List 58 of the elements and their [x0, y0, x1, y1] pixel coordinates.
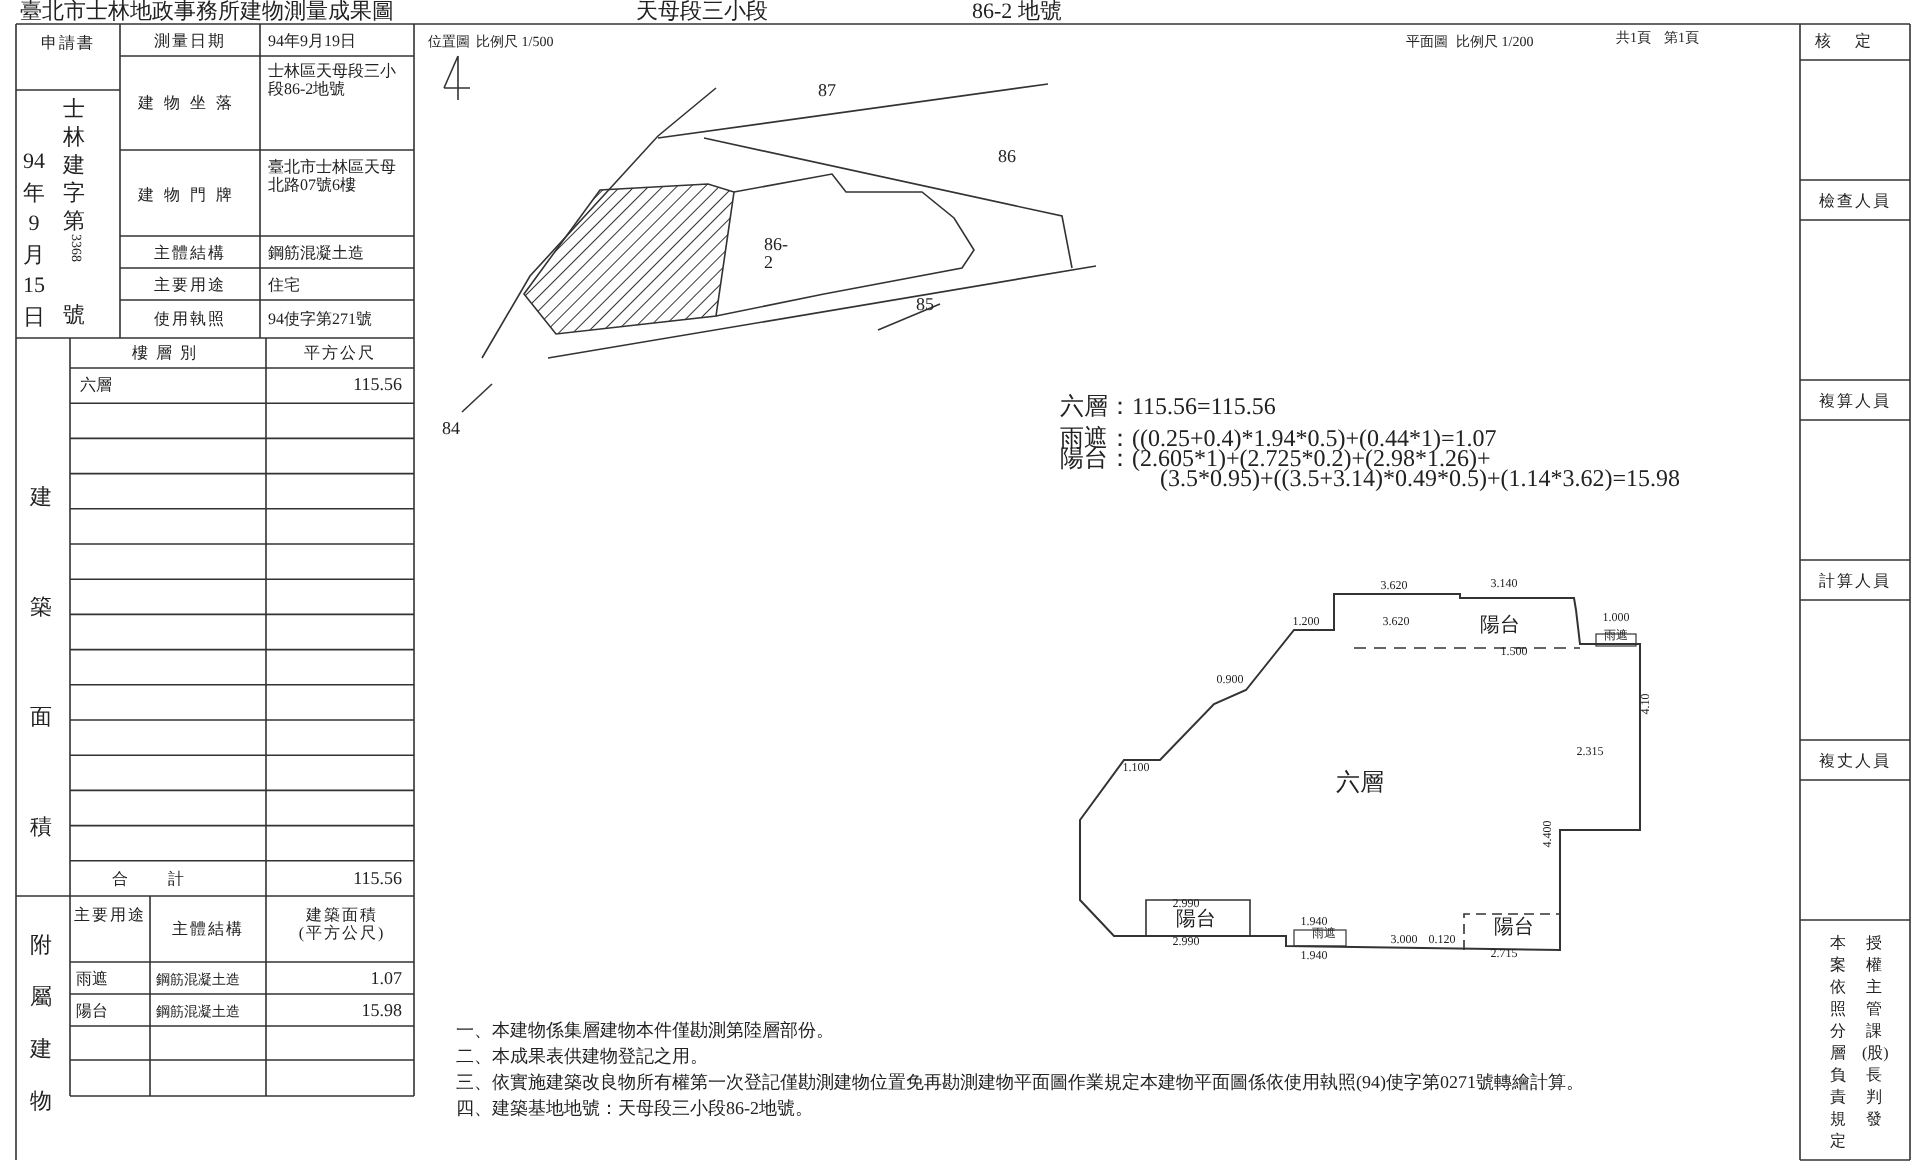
table-value: 94使字第271號 [268, 310, 374, 329]
signature-field-label: 核定 [1813, 32, 1897, 51]
vertical-label: 建築面積 [28, 484, 54, 844]
room-label: 陽台 [1480, 614, 1520, 638]
table-label: 申請書 [39, 34, 97, 53]
note-text: 三、依實施建築改良物所有權第一次登記僅勘測建物位置免再勘測建物平面圖作業規定本建物平面圖係依使用執照(94)使字第0271號轉繪計算。 [456, 1072, 1584, 1093]
area-formula: 六層：115.56=115.56 [1060, 396, 1276, 418]
signature-field-label: 計算人員 [1817, 572, 1893, 591]
table-value: 雨遮 [76, 970, 110, 989]
table-value: 陽台 [76, 1002, 110, 1021]
header-text: 天母段三小段 [636, 0, 768, 24]
note-text: 四、建築基地地號：天母段三小段86-2地號。 [456, 1098, 813, 1119]
parcel-number: 86 [998, 146, 1016, 167]
table-label: 建物門牌 [136, 186, 244, 205]
room-label: 六層 [1336, 770, 1384, 798]
table-label: 建築面積(平方公尺) [296, 906, 388, 943]
table-label: 主體結構 [170, 920, 246, 939]
room-label: 陽台 [1494, 916, 1534, 940]
table-label: 主要用途 [72, 906, 148, 925]
signature-field-label: 複算人員 [1817, 392, 1893, 411]
table-value: 115.56 [351, 374, 404, 395]
vertical-label: 本案依照分層負責規定 [1828, 932, 1848, 1152]
signature-field-label: 檢查人員 [1817, 192, 1893, 211]
parcel-number: 87 [818, 80, 836, 101]
table-value: 士林區天母段三小段86-2地號 [268, 62, 398, 99]
table-label: 測量日期 [152, 32, 228, 51]
vertical-label: 94年9月15日 [21, 148, 47, 333]
note-text: 一、本建物係集層建物本件僅勘測第陸層部份。 [456, 1020, 834, 1041]
room-label: 陽台 [1176, 908, 1216, 932]
table-label: 建物坐落 [136, 94, 244, 113]
note-text: 二、本成果表供建物登記之用。 [456, 1046, 708, 1067]
table-value: 15.98 [359, 1000, 404, 1021]
area-formula: 雨遮：((0.25+0.4)*1.94*0.5)+(0.44*1)=1.07 [1060, 428, 1497, 450]
vertical-label: 士林建字第 [61, 96, 87, 234]
table-label: 使用執照 [152, 310, 228, 329]
table-label: 主體結構 [152, 244, 228, 263]
parcel-number: 85 [916, 294, 934, 315]
table-value: 臺北市士林區天母北路07號6樓 [268, 158, 398, 195]
table-value: 94年9月19日 [268, 32, 358, 51]
table-value: 1.07 [368, 968, 404, 989]
document-title: 臺北市士林地政事務所建物測量成果圖 [20, 0, 394, 24]
vertical-label: 授權主管課(股)長判發 [1862, 932, 1886, 1130]
area-formula: 陽台：(2.605*1)+(2.725*0.2)+(2.98*1.26)+ [1060, 448, 1491, 470]
parcel-number: 86-2 [764, 236, 788, 272]
parcel-number: 84 [442, 418, 460, 439]
table-value: 六層 [80, 376, 114, 395]
area-formula: (3.5*0.95)+((3.5+3.14)*0.49*0.5)+(1.14*3.62)=15.98 [1160, 468, 1681, 490]
table-label: 樓層別 [130, 344, 206, 363]
table-label: 主要用途 [152, 276, 228, 295]
table-value: 鋼筋混凝土造 [268, 244, 366, 263]
vertical-label: 號 [61, 302, 87, 330]
signature-field-label: 複丈人員 [1817, 752, 1893, 771]
table-value: 住宅 [268, 276, 302, 295]
header-text: 86-2 地號 [972, 0, 1062, 24]
table-label: 合計 [110, 870, 226, 889]
table-label: 平方公尺 [302, 344, 378, 363]
table-value: 115.56 [351, 868, 404, 889]
vertical-label: 附屬建物 [28, 932, 54, 1118]
